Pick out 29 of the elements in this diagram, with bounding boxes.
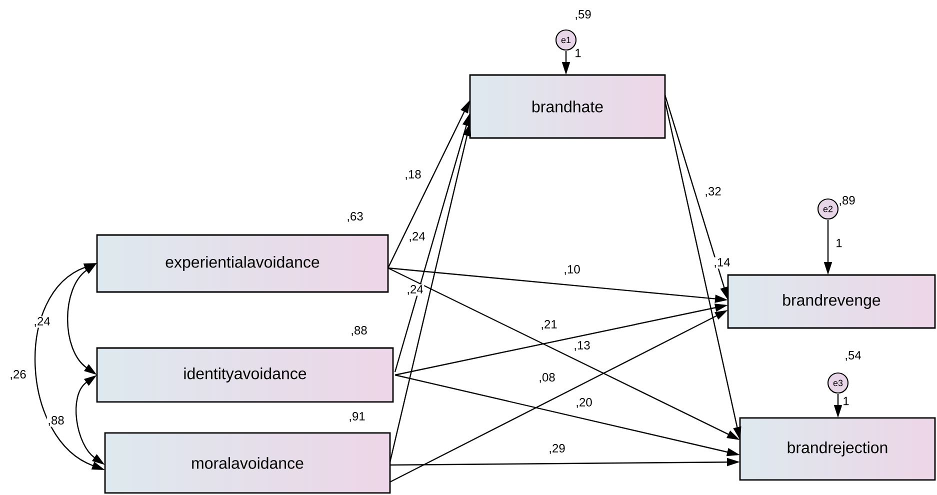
variable-box: brandrevenge (727, 274, 936, 329)
variance-label: ,54 (846, 351, 861, 361)
edge-label: 1 (842, 396, 850, 406)
edge-label: ,13 (572, 340, 592, 352)
edge-label: ,10 (562, 264, 582, 276)
edge-label: ,20 (574, 397, 594, 409)
edge-label: ,24 (408, 231, 426, 243)
variable-box: moralavoidance (104, 432, 391, 494)
edge-label: ,14 (712, 257, 732, 269)
edge-label: ,26 (8, 369, 28, 381)
edge-label: ,24 (406, 284, 424, 296)
variance-label: ,63 (348, 212, 363, 222)
variance-label: ,88 (352, 326, 367, 336)
edge-label: 1 (574, 48, 582, 58)
variance-label: ,89 (840, 196, 855, 206)
variance-label: ,91 (350, 412, 365, 422)
edge-label: ,88 (46, 415, 66, 427)
variable-box: experientialavoidance (96, 234, 389, 293)
edge-label: 1 (834, 238, 844, 248)
variable-box: identityavoidance (96, 347, 394, 403)
edge-label: ,29 (548, 443, 566, 455)
variance-label: ,59 (576, 10, 591, 20)
edge-label: ,18 (404, 169, 422, 181)
edge-label: ,32 (704, 186, 722, 198)
edge-label: ,08 (538, 372, 556, 384)
edge-label: ,21 (540, 319, 558, 331)
variable-box: brandrejection (739, 417, 936, 481)
edge-label: ,24 (32, 316, 52, 328)
variable-box: brandhate (469, 74, 666, 139)
